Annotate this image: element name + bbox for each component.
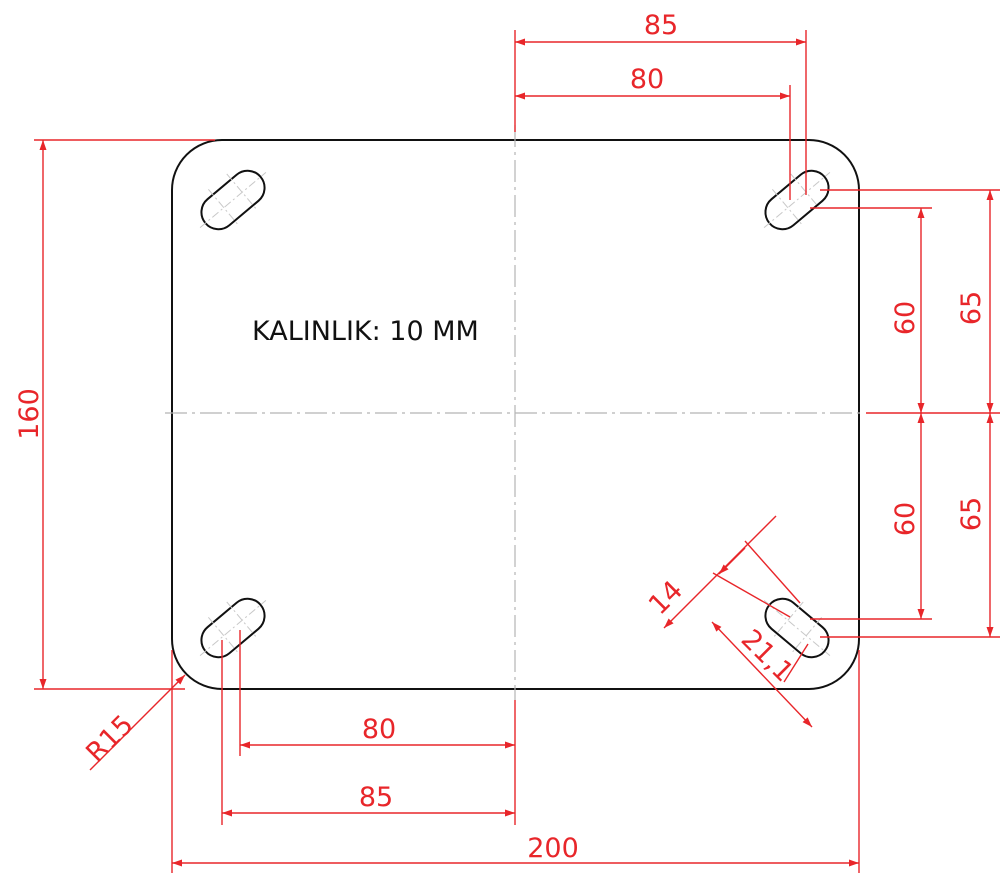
slot-top-right [763, 169, 831, 231]
thickness-note: KALINLIK: 10 MM [252, 316, 479, 347]
slot-top-left [199, 169, 267, 231]
dimension-label: 80 [630, 64, 664, 95]
dimension-label: 60 [890, 502, 921, 536]
dimension-label: 80 [362, 714, 396, 745]
dimension-right-outer: 65 65 [820, 189, 1000, 638]
dimension-overall-width: 200 [171, 650, 860, 873]
dimension-label: R15 [80, 709, 139, 768]
dimension-top-inner: 80 [515, 64, 791, 200]
dimension-top-outer: 85 [514, 10, 807, 195]
dimension-bottom-outer: 85 [221, 640, 515, 825]
dimension-label: 160 [14, 388, 45, 440]
dimension-label: 85 [644, 10, 678, 41]
dimension-slot-length: 21,1 [711, 621, 813, 728]
dimension-bottom-inner: 80 [239, 630, 516, 825]
slot-bottom-left [199, 597, 267, 659]
dimension-label: 65 [956, 497, 987, 531]
dimension-right-inner: 60 60 [810, 207, 1000, 620]
dimension-overall-height: 160 [14, 139, 215, 690]
dimension-label: 200 [527, 833, 579, 864]
dimension-label: 65 [956, 291, 987, 325]
dimension-label: 14 [643, 575, 689, 621]
dimension-label: 60 [890, 301, 921, 335]
dimension-label: 85 [359, 782, 393, 813]
